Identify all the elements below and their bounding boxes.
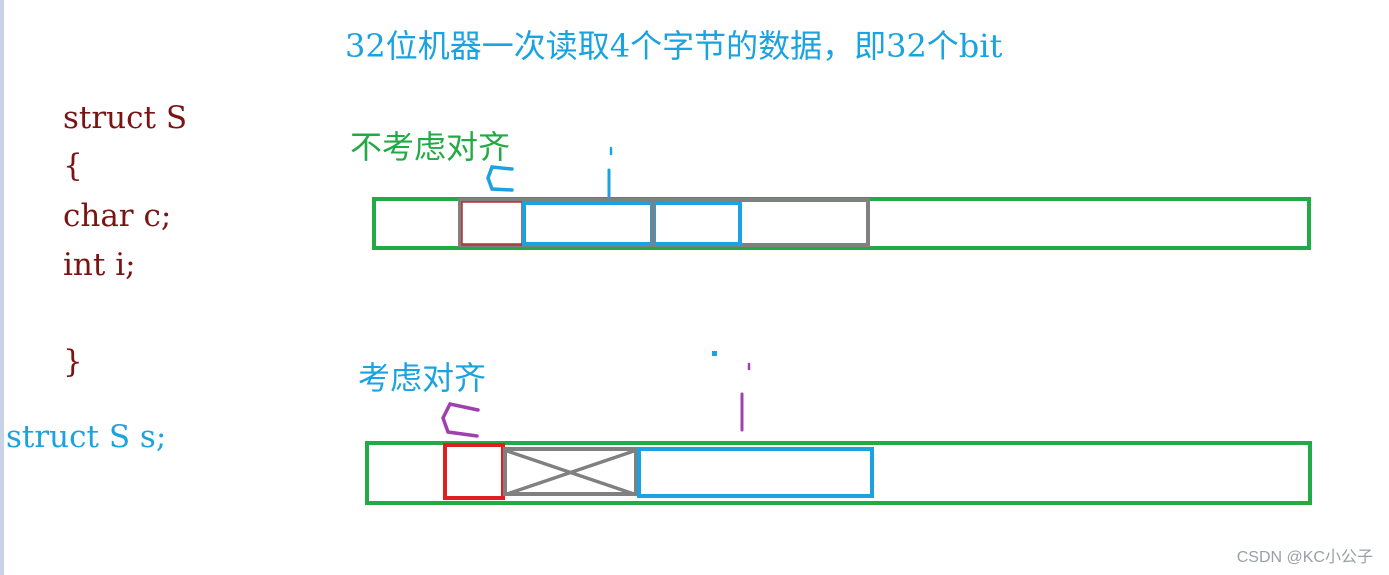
code-line-int: int i; [63,247,136,283]
code-line-close-brace: } [63,344,83,380]
aligned-outer-box [365,441,1312,505]
csdn-watermark: CSDN @KC小公子 [1236,549,1373,566]
window-edge-strip [0,0,4,575]
code-line-struct: struct S [63,100,188,136]
aligned-row [365,441,1312,505]
aligned-padding-cell [503,447,638,496]
label-aligned: 考虑对齐 [358,359,487,397]
aligned-int-cell [637,447,874,498]
unaligned-outer-box [372,197,1311,250]
unaligned-int-cell-part1 [522,201,654,246]
unaligned-char-cell [461,201,523,246]
aligned-c-mark [441,402,480,438]
code-line-char: char c; [63,198,172,234]
code-line-declaration: struct S s; [6,419,167,455]
unaligned-row [372,197,1311,250]
diagram-title: 32位机器一次读取4个字节的数据，即32个bit [345,27,1003,65]
label-unaligned: 不考虑对齐 [350,128,511,166]
stray-blue-dot [712,351,717,356]
unaligned-gray-block [458,198,870,247]
unaligned-int-cell-part2 [652,201,742,246]
aligned-padding-cross-2 [506,449,635,496]
code-line-open-brace: { [63,148,83,184]
unaligned-c-mark [486,165,514,192]
aligned-char-cell [443,443,505,500]
